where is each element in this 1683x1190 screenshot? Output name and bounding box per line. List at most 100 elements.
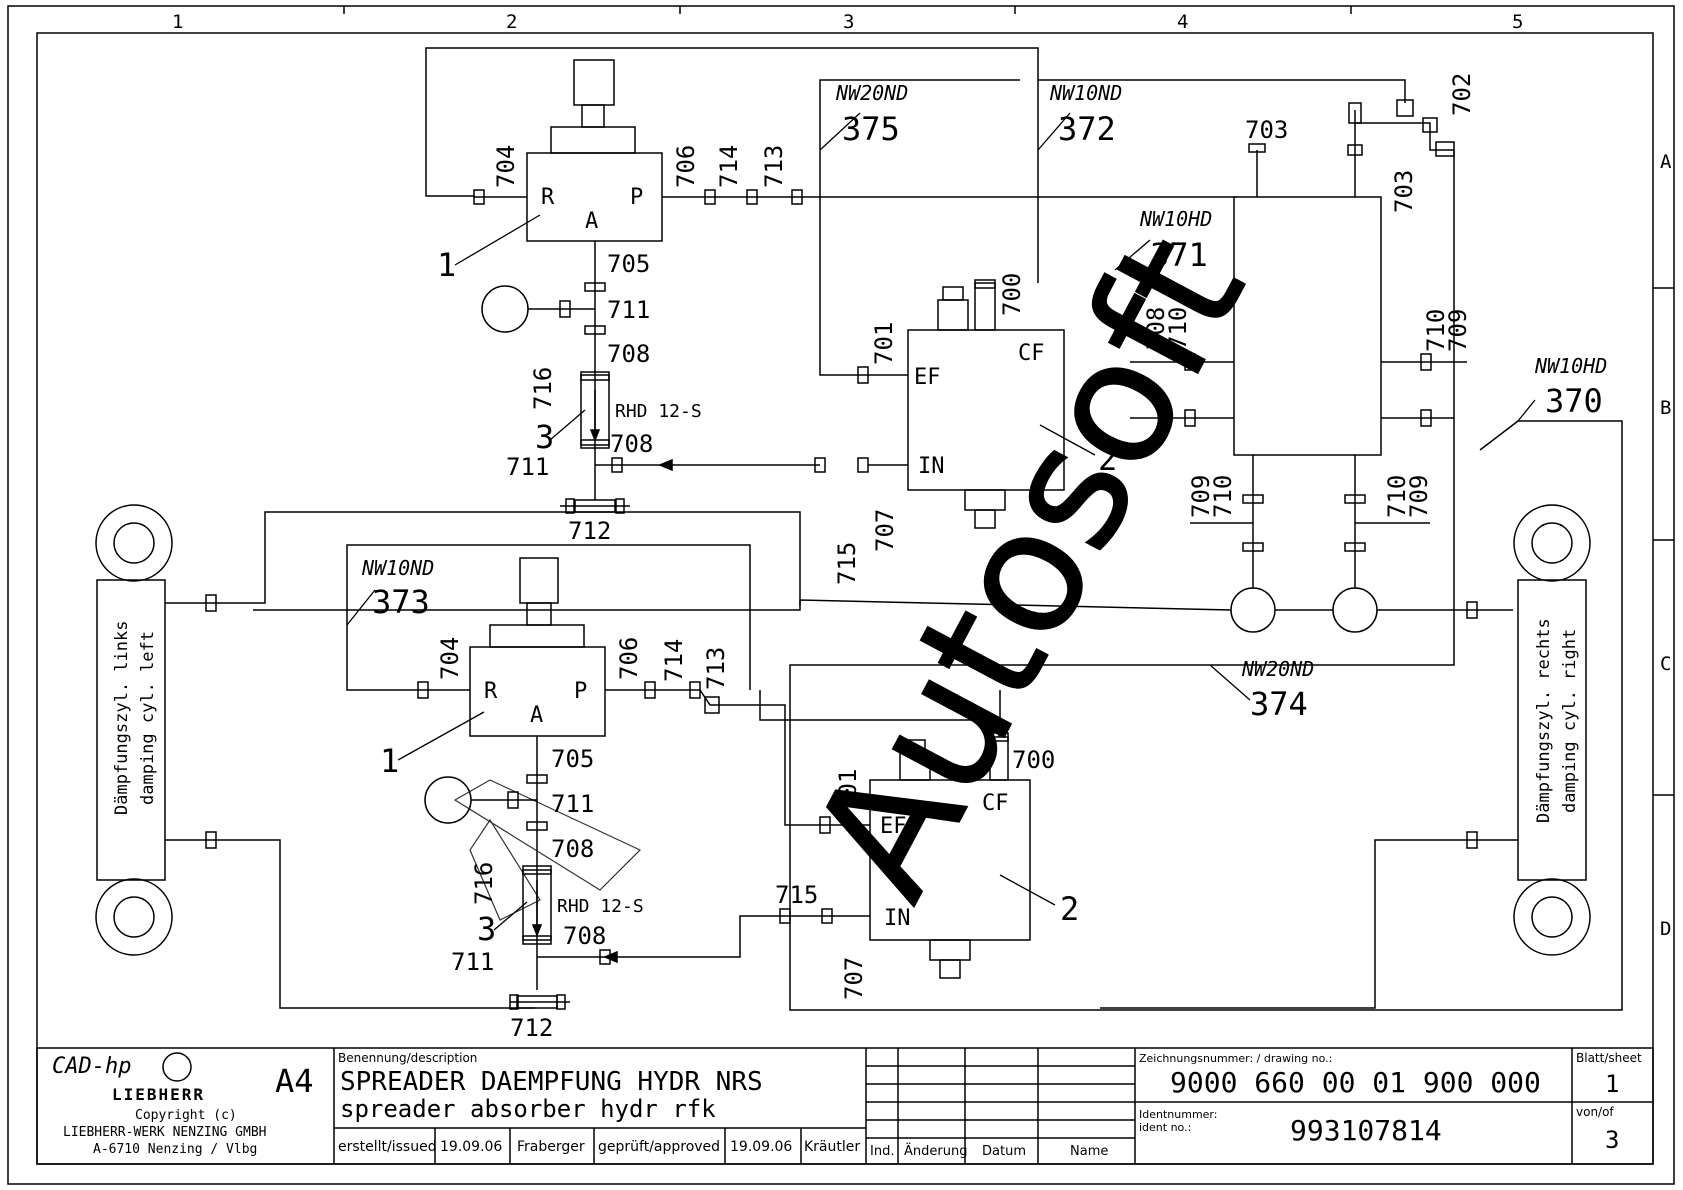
- item-708-low-b: 708: [563, 922, 606, 950]
- item-710-right-c: 710: [1209, 475, 1237, 518]
- valve-top-port-p: P: [630, 185, 643, 210]
- item-701-top: 701: [870, 322, 898, 365]
- throttle-low-label: RHD 12-S: [557, 896, 644, 917]
- item-713-top: 713: [760, 145, 788, 188]
- row-label-b: B: [1660, 397, 1671, 419]
- label-374: 374: [1250, 685, 1308, 723]
- item-713-low: 713: [702, 647, 730, 690]
- item-710-right-a: 710: [1164, 307, 1192, 350]
- company-full-name: LIEBHERR-WERK NENZING GMBH: [63, 1125, 267, 1140]
- item-715-top: 715: [833, 542, 861, 585]
- description-en: spreader absorber hydr rfk: [340, 1095, 716, 1123]
- approved-label: geprüft/approved: [598, 1139, 720, 1155]
- item-707-low: 707: [840, 957, 868, 1000]
- liebherr-logo-icon: [162, 1052, 192, 1082]
- label-nw20nd-top: NW20ND: [835, 81, 908, 105]
- item-706-low: 706: [615, 637, 643, 680]
- valve-low-actuator: [519, 557, 559, 604]
- item-3-top: 3: [535, 418, 554, 456]
- col-label-2: 2: [506, 11, 517, 33]
- copyright-text: Copyright (c): [135, 1108, 237, 1123]
- item-705-top: 705: [607, 250, 650, 278]
- issued-date: 19.09.06: [440, 1139, 502, 1155]
- filter-low-port-in: IN: [884, 906, 911, 931]
- item-709-right-a: 709: [1444, 309, 1472, 352]
- col-label-5: 5: [1512, 11, 1523, 33]
- issued-label: erstellt/issued: [338, 1139, 437, 1155]
- item-701-low: 701: [834, 769, 862, 812]
- cylinder-right-label-en: damping cyl. right: [1560, 629, 1580, 813]
- label-nw10hd-right: NW10HD: [1534, 354, 1607, 378]
- item-2-top: 2: [1098, 440, 1117, 478]
- cylinder-left-eye-bottom: [95, 878, 173, 956]
- revision-ind-header: Ind.: [870, 1144, 894, 1159]
- cylinder-left-label-en: damping cyl. left: [138, 631, 158, 805]
- item-705-low: 705: [551, 745, 594, 773]
- item-711-top-b: 711: [506, 453, 549, 481]
- item-715-low: 715: [775, 881, 818, 909]
- col-label-1: 1: [172, 11, 183, 33]
- label-nw10nd-low: NW10ND: [361, 556, 434, 580]
- item-712-low: 712: [510, 1014, 553, 1042]
- sheet-number: 1: [1605, 1070, 1619, 1098]
- distributor-block: [1233, 196, 1382, 456]
- item-711-low-a: 711: [551, 790, 594, 818]
- item-710-right-d: 710: [1383, 475, 1411, 518]
- sheet-format: A4: [275, 1062, 314, 1100]
- company-logo-text: LIEBHERR: [112, 1085, 205, 1104]
- label-372: 372: [1058, 110, 1116, 148]
- item-3-low: 3: [477, 910, 496, 948]
- title-block: [36, 1047, 1654, 1165]
- throttle-top: [580, 374, 610, 446]
- accumulator-right-b: [1332, 587, 1378, 633]
- accumulator-low: [424, 776, 472, 824]
- item-700-top: 700: [998, 273, 1026, 316]
- item-700-low: 700: [1012, 746, 1055, 774]
- sheet-label: Blatt/sheet: [1576, 1051, 1642, 1065]
- label-nw10nd-top: NW10ND: [1049, 81, 1122, 105]
- approved-date: 19.09.06: [730, 1139, 792, 1155]
- label-373: 373: [372, 583, 430, 621]
- item-703-right-b: 703: [1390, 170, 1418, 213]
- row-label-c: C: [1660, 653, 1671, 675]
- outer-frame: [7, 5, 1675, 1185]
- item-711-low-b: 711: [451, 948, 494, 976]
- label-375: 375: [842, 110, 900, 148]
- cylinder-right-body: [1517, 579, 1587, 881]
- cylinder-left-eye-top: [95, 504, 173, 582]
- item-714-top: 714: [715, 145, 743, 188]
- item-1-low: 1: [380, 742, 399, 780]
- accumulator-right-a: [1230, 587, 1276, 633]
- item-708-top-b: 708: [610, 430, 653, 458]
- label-nw10hd-mid: NW10HD: [1139, 207, 1212, 231]
- item-704-low: 704: [436, 637, 464, 680]
- ident-number: 993107814: [1290, 1114, 1442, 1147]
- ident-label: Identnummer:: [1139, 1108, 1217, 1121]
- company-address: A-6710 Nenzing / Vlbg: [93, 1142, 257, 1157]
- item-707-top: 707: [871, 509, 899, 552]
- item-702-right: 702: [1448, 73, 1476, 116]
- filter-low-port-cf: CF: [982, 791, 1009, 816]
- valve-top-port-a: A: [585, 209, 598, 234]
- col-label-4: 4: [1177, 11, 1188, 33]
- cylinder-left-label-de: Dämpfungszyl. links: [112, 621, 132, 815]
- valve-low-port-p: P: [574, 679, 587, 704]
- item-708-top-a: 708: [607, 340, 650, 368]
- cylinder-right-eye-top: [1513, 504, 1591, 582]
- col-label-3: 3: [843, 11, 854, 33]
- cylinder-right-eye-bottom: [1513, 878, 1591, 956]
- of-number: 3: [1605, 1126, 1619, 1154]
- item-1-top: 1: [437, 246, 456, 284]
- valve-low-port-a: A: [530, 703, 543, 728]
- label-nw20nd-low: NW20ND: [1241, 657, 1314, 681]
- item-708-right: 708: [1142, 307, 1170, 350]
- valve-low-port-r: R: [484, 679, 498, 704]
- item-714-low: 714: [660, 639, 688, 682]
- valve-top-port-r: R: [541, 185, 555, 210]
- filter-low-port-ef: EF: [880, 814, 907, 839]
- item-710-right-b: 710: [1422, 309, 1450, 352]
- row-label-d: D: [1660, 918, 1671, 940]
- item-706-top: 706: [672, 145, 700, 188]
- drawing-number: 9000 660 00 01 900 000: [1170, 1066, 1541, 1099]
